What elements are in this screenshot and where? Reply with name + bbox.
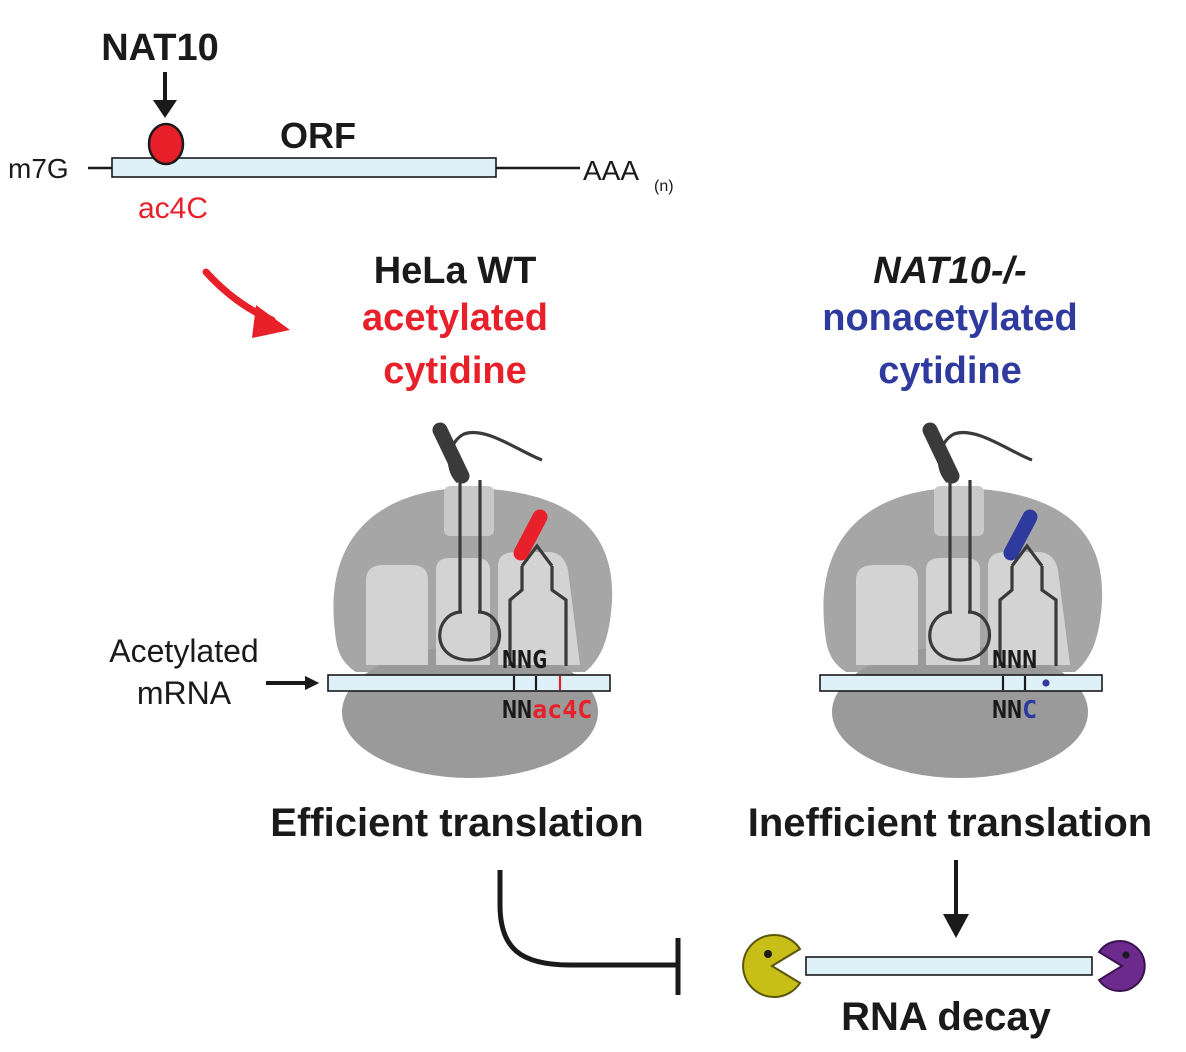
- right-title: NAT10-/-: [873, 250, 1026, 292]
- nat10-down-arrow: [153, 72, 177, 118]
- tail-subscript: (n): [654, 178, 674, 195]
- left-line1: acetylated: [362, 297, 548, 339]
- left-codon-ticks: [512, 676, 562, 690]
- mrna-label-line2: mRNA: [137, 675, 232, 711]
- left-codon-top: NNG: [502, 645, 547, 674]
- nat10-label: NAT10: [101, 27, 219, 69]
- left-outcome: Efficient translation: [270, 801, 643, 845]
- left-line2: cytidine: [383, 350, 527, 392]
- ribosome-icon: [823, 486, 1103, 778]
- left-codon-mod: ac4C: [532, 695, 592, 724]
- red-arrow-head: [252, 305, 290, 338]
- left-mrna-bar: [327, 674, 611, 692]
- trna-peptide-icon: [922, 422, 960, 484]
- cap-label: m7G: [8, 153, 69, 184]
- pacman-eye: [764, 950, 772, 958]
- right-mrna-bar: [819, 674, 1103, 692]
- left-codon-bottom: NNac4C: [502, 695, 592, 724]
- ac4c-label: ac4C: [138, 192, 208, 225]
- right-codon-top: NNN: [992, 645, 1037, 674]
- pacman-icon: [742, 934, 802, 998]
- right-panel: NAT10-/- nonacetylated cytidine NNN: [742, 250, 1153, 1039]
- right-codon-nn: NN: [992, 695, 1022, 724]
- pacman-eye: [1122, 951, 1130, 959]
- right-outcome: Inefficient translation: [748, 801, 1153, 845]
- ac4c-dot-icon: [147, 122, 185, 166]
- right-line2: cytidine: [878, 350, 1022, 392]
- left-title: HeLa WT: [374, 250, 537, 292]
- top-mrna-schematic: NAT10 m7G ORF AAA (n) ac4C: [8, 27, 674, 338]
- pacman-icon: [1097, 940, 1146, 992]
- left-amino-acid: [513, 509, 548, 561]
- trna-peptide-icon: [432, 422, 470, 484]
- inhibition-bar-icon: [497, 870, 681, 995]
- right-codon-bottom: NNC: [992, 695, 1037, 724]
- decay-down-arrow: [943, 860, 969, 938]
- decay-label: RNA decay: [841, 995, 1051, 1039]
- orf-label: ORF: [280, 115, 356, 156]
- mrna-label-line1: Acetylated: [109, 633, 258, 669]
- ribosome-icon: [333, 486, 613, 778]
- left-panel: HeLa WT acetylated cytidine NNG: [109, 250, 681, 995]
- decay-mrna-bar: [805, 956, 1093, 976]
- left-codon-nn: NN: [502, 695, 532, 724]
- right-codon-mod: C: [1022, 695, 1037, 724]
- tail-label: AAA: [583, 155, 639, 186]
- right-amino-acid: [1003, 509, 1038, 561]
- right-line1: nonacetylated: [822, 297, 1078, 339]
- right-codon-ticks: [1001, 676, 1050, 690]
